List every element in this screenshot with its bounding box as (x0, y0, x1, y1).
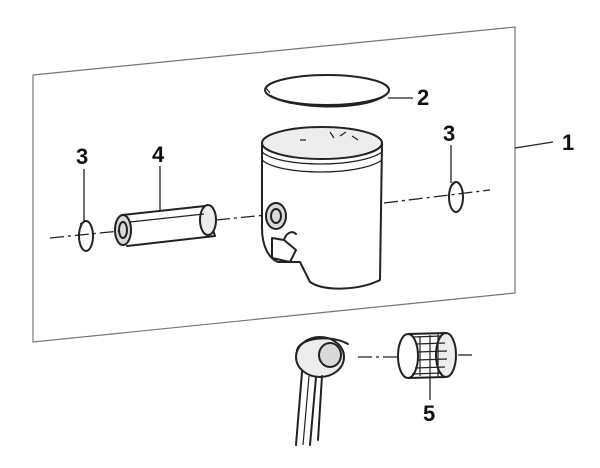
callout-5: 5 (423, 401, 435, 426)
pin-axis-right (383, 189, 491, 204)
assembly-panel (32, 26, 516, 343)
piston (261, 126, 383, 290)
circlip-right (448, 181, 464, 213)
pin-axis-mid (215, 214, 267, 221)
callout-3-left: 3 (76, 144, 88, 169)
callout-2: 2 (417, 85, 429, 110)
circlip-left (78, 220, 94, 252)
needle-bearing (397, 332, 457, 379)
pin-axis (49, 230, 121, 239)
callout-3-right: 3 (443, 121, 455, 146)
leader-1 (514, 141, 554, 149)
connecting-rod (295, 336, 349, 446)
callout-4: 4 (152, 142, 165, 167)
piston-ring (264, 74, 390, 108)
callout-1: 1 (562, 130, 574, 155)
